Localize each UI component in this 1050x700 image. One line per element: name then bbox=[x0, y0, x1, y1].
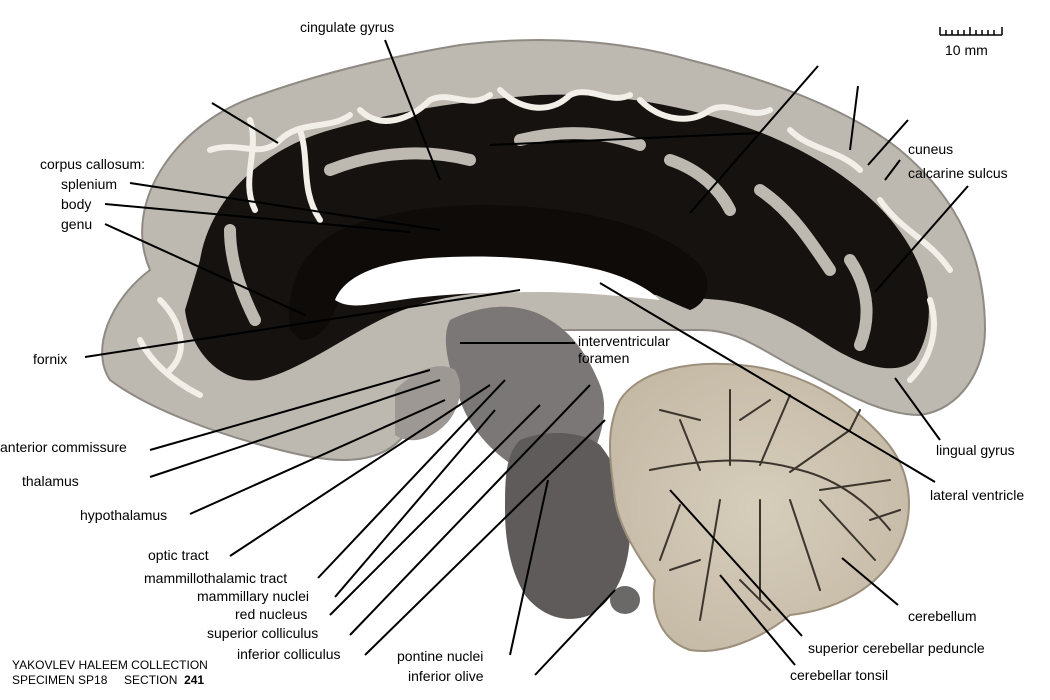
specimen-caption: YAKOVLEV HALEEM COLLECTION SPECIMEN SP18… bbox=[12, 658, 208, 688]
label-mammillothalamic-tract: mammillothalamic tract bbox=[144, 570, 288, 586]
cortical-gyri bbox=[224, 127, 873, 351]
caption-section-label: SECTION bbox=[124, 673, 178, 687]
label-cerebellar-tonsil: cerebellar tonsil bbox=[790, 667, 889, 683]
label-red-nucleus: red nucleus bbox=[235, 606, 308, 622]
brainstem bbox=[505, 433, 630, 619]
corpus-callosum bbox=[289, 205, 708, 340]
label-cingulate-gyrus: cingulate gyrus bbox=[300, 19, 395, 35]
caption-specimen: SPECIMEN SP18 bbox=[12, 673, 108, 687]
label-inferior-colliculus: inferior colliculus bbox=[237, 646, 341, 662]
label-lingual-gyrus: lingual gyrus bbox=[936, 442, 1015, 458]
scale-bar-label: 10 mm bbox=[945, 42, 988, 58]
leader-lines bbox=[84, 39, 969, 676]
label-optic-tract: optic tract bbox=[148, 547, 209, 563]
label-superior-colliculus: superior colliculus bbox=[207, 625, 319, 641]
label-cerebellum: cerebellum bbox=[908, 608, 977, 624]
cerebellar-folia bbox=[649, 389, 901, 621]
label-interventricular: interventricular bbox=[578, 333, 670, 349]
label-calcarine-sulcus: calcarine sulcus bbox=[908, 165, 1008, 181]
label-body: body bbox=[61, 196, 92, 212]
scale-bar bbox=[939, 27, 1003, 36]
hypothalamic-region bbox=[395, 366, 461, 441]
label-corpus-callosum: corpus callosum: bbox=[40, 156, 146, 172]
label-splenium: splenium bbox=[61, 176, 118, 192]
label-hypothalamus: hypothalamus bbox=[80, 507, 168, 523]
label-pontine-nuclei: pontine nuclei bbox=[397, 648, 484, 664]
caption-collection: YAKOVLEV HALEEM COLLECTION bbox=[12, 658, 208, 672]
label-fornix: fornix bbox=[33, 351, 68, 367]
label-thalamus: thalamus bbox=[22, 473, 79, 489]
label-lateral-ventricle: lateral ventricle bbox=[930, 487, 1025, 503]
label-superior-cerebellar-peduncle: superior cerebellar peduncle bbox=[808, 640, 985, 656]
label-mammillary-nuclei: mammillary nuclei bbox=[197, 588, 310, 604]
inferior-olive-mark bbox=[610, 586, 640, 614]
label-genu: genu bbox=[61, 216, 93, 232]
label-foramen: foramen bbox=[578, 350, 630, 366]
lateral-ventricle-space bbox=[335, 256, 660, 306]
label-cuneus: cuneus bbox=[908, 141, 954, 157]
caption-specimen-line: SPECIMEN SP18 SECTION 241 bbox=[12, 673, 208, 688]
caption-section-number: 241 bbox=[184, 673, 205, 687]
label-anterior-commissure: anterior commissure bbox=[0, 439, 127, 455]
label-inferior-olive: inferior olive bbox=[408, 668, 484, 684]
